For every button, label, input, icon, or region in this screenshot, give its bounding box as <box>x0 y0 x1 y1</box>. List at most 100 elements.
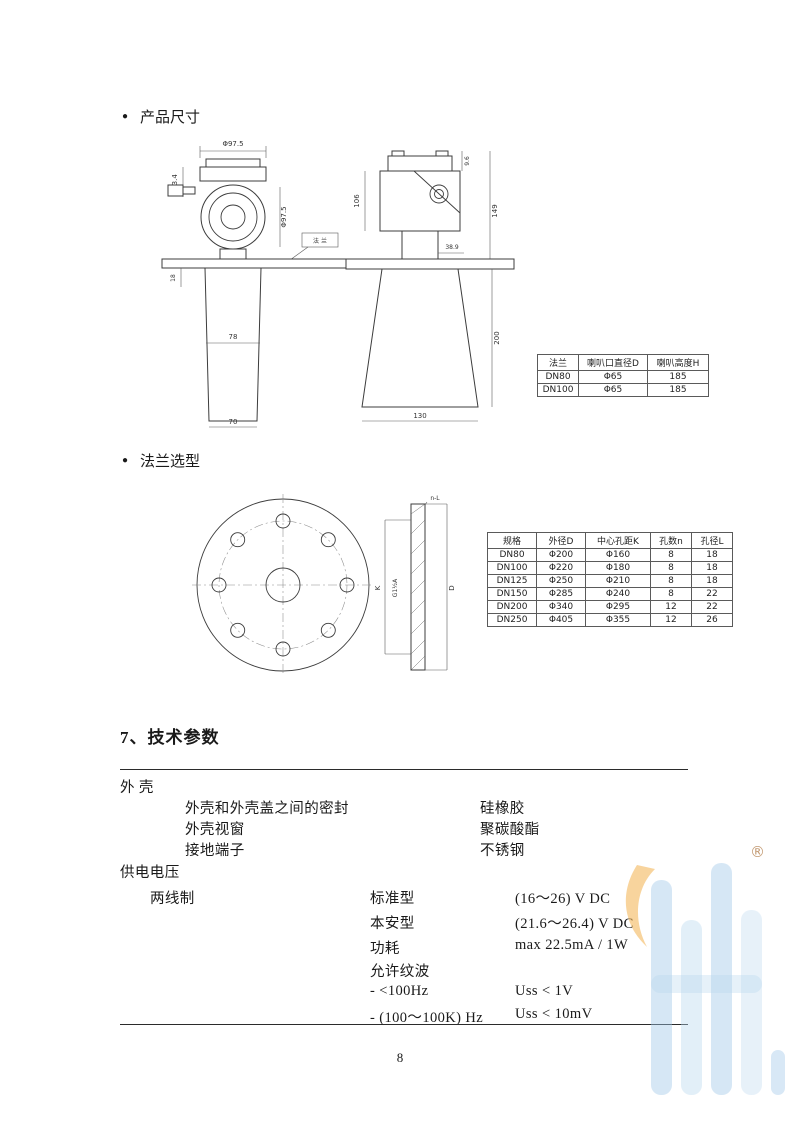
param-value: 聚碳酸酯 <box>480 822 540 838</box>
horn-table-header-cell: 喇叭口直径D <box>578 354 648 371</box>
logo-bar <box>681 920 702 1095</box>
horn-table-cell: 185 <box>647 383 709 397</box>
param-value: (16～26) V DC <box>515 891 611 907</box>
flange-table-cell: Φ250 <box>536 574 586 588</box>
dim-label: 149 <box>491 204 499 217</box>
dim-label: 38.9 <box>445 244 459 251</box>
flange-table-cell: 18 <box>691 561 733 575</box>
flange-table-cell: DN250 <box>487 613 537 627</box>
bullet-icon: ● <box>122 454 129 466</box>
dim-label: 78 <box>229 333 238 341</box>
flange-table-cell: 12 <box>650 600 692 614</box>
param-name: - (100～100K) Hz <box>370 1010 484 1026</box>
divider-line <box>120 769 688 770</box>
flange-selection-label: 法兰选型 <box>140 454 201 470</box>
horn-table-cell: 185 <box>647 370 709 384</box>
param-name: 本安型 <box>370 916 415 932</box>
param-name: 外壳和外壳盖之间的密封 <box>185 801 349 817</box>
horn-table-cell: DN80 <box>537 370 579 384</box>
flange-table-header-cell: 孔数n <box>650 532 692 549</box>
dim-label: Φ97.5 <box>280 206 288 227</box>
dim-label: 9.6 <box>464 156 471 166</box>
dim-label: D <box>448 585 456 590</box>
logo-crossbar <box>651 975 762 993</box>
flange-table-row: DN250 Φ405 Φ355 12 26 <box>487 613 733 627</box>
param-name: 接地端子 <box>185 843 245 859</box>
flange-table-header-cell: 中心孔距K <box>585 532 651 549</box>
flange-table-cell: 26 <box>691 613 733 627</box>
horn-table-header-row: 法兰 喇叭口直径D 喇叭高度H <box>537 354 709 371</box>
wire-mode-label: 两线制 <box>150 891 195 907</box>
param-name: 标准型 <box>370 891 415 907</box>
flange-table-cell: Φ180 <box>585 561 651 575</box>
flange-table-row: DN200 Φ340 Φ295 12 22 <box>487 600 733 614</box>
flange-table-header-cell: 孔径L <box>691 532 733 549</box>
param-value: Uss < 10mV <box>515 1006 593 1022</box>
dim-label: 70 <box>229 418 238 426</box>
param-name: 外壳视窗 <box>185 822 245 838</box>
flange-table-cell: Φ295 <box>585 600 651 614</box>
flange-table-cell: DN100 <box>487 561 537 575</box>
horn-table: 法兰 喇叭口直径D 喇叭高度H DN80 Φ65 185 DN100 Φ65 1… <box>537 354 709 397</box>
divider-line <box>120 1024 688 1025</box>
flange-table-row: DN150 Φ285 Φ240 8 22 <box>487 587 733 601</box>
flange-table-cell: Φ200 <box>536 548 586 562</box>
flange-table-cell: 8 <box>650 587 692 601</box>
flange-table-cell: DN150 <box>487 587 537 601</box>
flange-table-cell: 12 <box>650 613 692 627</box>
flange-table-header-cell: 规格 <box>487 532 537 549</box>
dim-label: G1½A <box>392 578 399 597</box>
param-value: Uss < 1V <box>515 983 574 999</box>
dim-label: 200 <box>493 331 501 344</box>
param-name: 功耗 <box>370 941 400 957</box>
param-name: 允许纹波 <box>370 964 430 980</box>
flange-table-cell: 18 <box>691 548 733 562</box>
bullet-icon: ● <box>122 110 129 122</box>
flange-table-cell: 8 <box>650 548 692 562</box>
flange-table-cell: Φ405 <box>536 613 586 627</box>
section-heading: 7、技术参数 <box>120 728 220 747</box>
flange-table-cell: 18 <box>691 574 733 588</box>
horn-table-cell: DN100 <box>537 383 579 397</box>
param-value: 不锈钢 <box>480 843 525 859</box>
logo-flame-shape <box>625 865 655 947</box>
flange-table-cell: Φ285 <box>536 587 586 601</box>
logo-bar <box>741 910 762 1095</box>
flange-table-cell: Φ355 <box>585 613 651 627</box>
flange-table-header-cell: 外径D <box>536 532 586 549</box>
flange-table-cell: DN80 <box>487 548 537 562</box>
flange-table-cell: Φ210 <box>585 574 651 588</box>
power-label: 供电电压 <box>120 865 180 881</box>
flange-table-cell: 8 <box>650 574 692 588</box>
horn-table-row: DN100 Φ65 185 <box>537 383 709 397</box>
flange-table: 规格 外径D 中心孔距K 孔数n 孔径L DN80 Φ200 Φ160 8 18… <box>487 532 733 627</box>
horn-table-header-cell: 法兰 <box>537 354 579 371</box>
flange-table-cell: 22 <box>691 600 733 614</box>
dim-label: K <box>375 585 382 590</box>
flange-table-row: DN125 Φ250 Φ210 8 18 <box>487 574 733 588</box>
flange-table-cell: DN200 <box>487 600 537 614</box>
flange-table-cell: Φ340 <box>536 600 586 614</box>
device-front-view-drawing: Φ97.5 33.4 Φ97.5 法 兰 18 78 70 <box>161 140 349 428</box>
flange-table-cell: DN125 <box>487 574 537 588</box>
flange-callout-label: 法 兰 <box>313 237 327 245</box>
housing-label: 外 壳 <box>120 780 154 796</box>
horn-table-cell: Φ65 <box>578 370 648 384</box>
product-dimensions-heading: ● 产品尺寸 <box>122 106 200 127</box>
dim-label: Φ97.5 <box>222 140 243 148</box>
param-value: max 22.5mA / 1W <box>515 937 629 953</box>
page-number: 8 <box>396 1050 404 1065</box>
dim-label: 106 <box>353 194 361 208</box>
company-logo-watermark <box>625 863 785 1095</box>
param-name: - <100Hz <box>370 983 429 999</box>
flange-table-cell: Φ160 <box>585 548 651 562</box>
flange-side-view-drawing: n-L K G1½A D <box>375 495 456 671</box>
dim-label: 33.4 <box>171 174 179 190</box>
dim-label: 130 <box>413 412 426 420</box>
flange-front-view-drawing <box>192 494 374 676</box>
flange-table-cell: 22 <box>691 587 733 601</box>
horn-table-row: DN80 Φ65 185 <box>537 370 709 384</box>
flange-table-cell: 8 <box>650 561 692 575</box>
dim-label: 18 <box>170 274 177 282</box>
